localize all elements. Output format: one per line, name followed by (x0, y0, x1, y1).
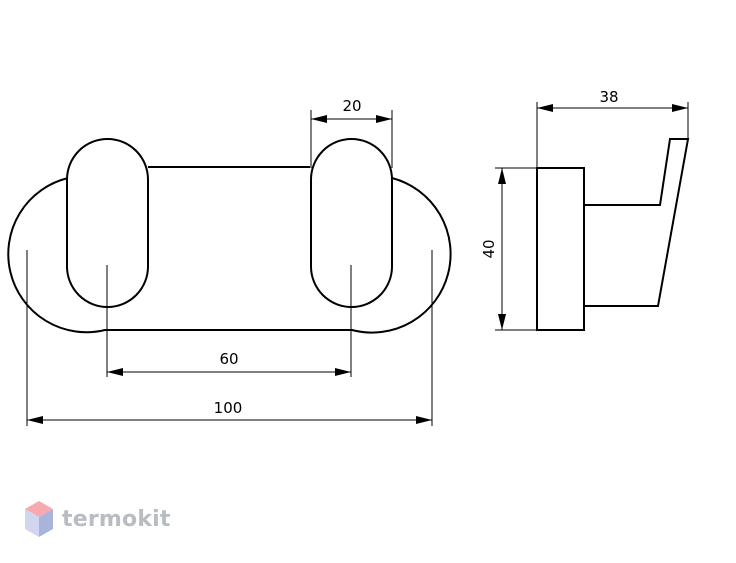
brand-name: termokit (62, 506, 171, 532)
front-view (7, 138, 452, 334)
dimension-hook-width: 20 (310, 97, 393, 168)
dimension-label-20: 20 (342, 97, 361, 115)
dimension-side-height: 40 (480, 167, 537, 331)
dimension-label-38: 38 (599, 88, 618, 106)
dimension-label-60: 60 (219, 350, 238, 368)
dimension-side-depth: 38 (536, 88, 689, 168)
side-hook-profile (584, 138, 690, 307)
dimension-hook-spacing: 60 (106, 265, 352, 377)
dimension-label-100: 100 (214, 399, 243, 417)
side-base-plate (536, 167, 585, 331)
cube-icon (25, 501, 53, 537)
base-plate (7, 177, 452, 334)
dimension-label-40: 40 (480, 239, 498, 258)
side-view (536, 138, 690, 331)
brand-logo: termokit (24, 499, 171, 539)
dimension-overall-width: 100 (26, 250, 433, 426)
